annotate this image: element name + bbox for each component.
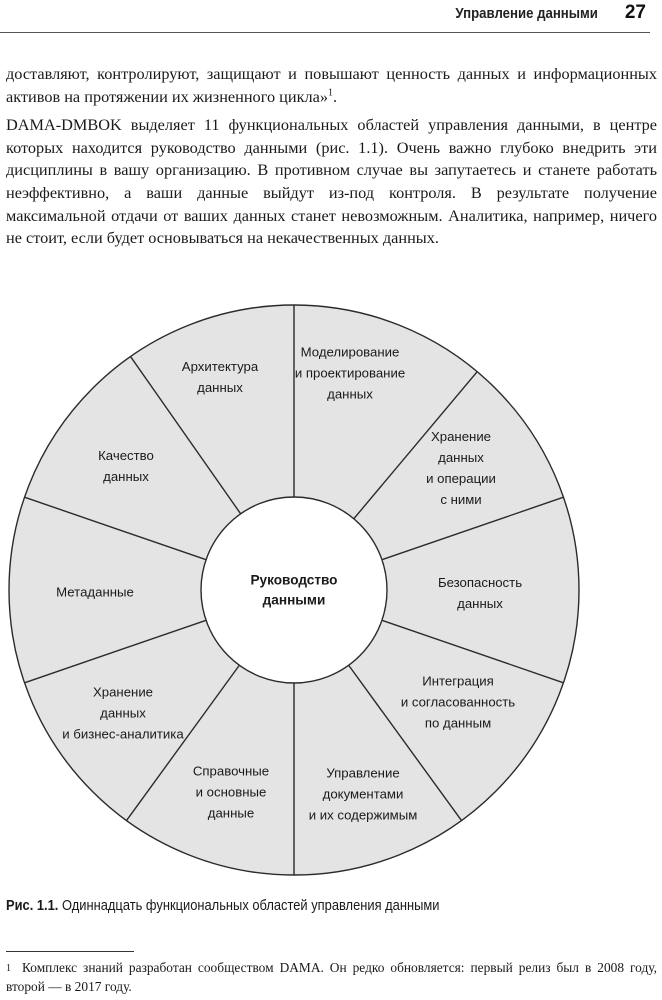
segment-label-1: данных	[327, 387, 373, 402]
footnote-text: Комплекс знаний разработан сообществом D…	[6, 960, 657, 994]
running-header: Управление данными 27	[0, 0, 662, 36]
segment-divider	[24, 619, 207, 684]
center-label: Руководство	[250, 573, 337, 588]
segment-label-4: по данным	[425, 716, 491, 731]
segment-label-5: Управление	[326, 766, 399, 781]
running-header-title: Управление данными	[455, 5, 598, 22]
segment-divider	[381, 496, 564, 561]
segment-divider	[353, 371, 478, 520]
segment-label-3: Безопасность	[438, 575, 522, 590]
footnote-mark: 1	[6, 963, 11, 974]
segment-label-6: данные	[208, 806, 254, 821]
segment-label-1: и проектирование	[295, 366, 405, 381]
segment-label-6: и основные	[196, 785, 267, 800]
wheel-center-circle	[200, 496, 388, 684]
caption-text: Одиннадцать функциональных областей упра…	[61, 897, 440, 914]
page-number: 27	[624, 2, 646, 23]
segment-label-2: и операции	[426, 471, 496, 486]
segment-label-9: Качество	[98, 448, 154, 463]
body-text: доставляют, контролируют, защищают и пов…	[6, 63, 657, 250]
segment-divider	[129, 356, 242, 515]
segment-divider	[24, 496, 207, 561]
segment-label-7: данных	[100, 706, 146, 721]
segment-label-3: данных	[457, 596, 503, 611]
segment-label-9: данных	[103, 469, 149, 484]
segment-label-2: данных	[438, 450, 484, 465]
segment-label-7: и бизнес-аналитика	[62, 727, 184, 742]
center-label: данными	[263, 593, 326, 608]
segment-divider	[381, 619, 564, 684]
segment-label-10: Архитектура	[182, 359, 259, 374]
paragraph-1-text: доставляют, контролируют, защищают и пов…	[6, 64, 657, 106]
segment-label-7: Хранение	[93, 685, 153, 700]
caption-number: Рис. 1.1.	[6, 897, 59, 914]
segment-label-5: и их содержимым	[309, 808, 418, 823]
segment-label-4: Интеграция	[422, 674, 494, 689]
figure-caption: Рис. 1.1. Одиннадцать функциональных обл…	[6, 897, 565, 914]
paragraph-2: DAMA-DMBOK выделяет 11 функциональных об…	[6, 115, 657, 248]
segment-label-2: Хранение	[431, 429, 491, 444]
segment-label-10: данных	[197, 380, 243, 395]
header-rule	[0, 32, 650, 33]
segment-divider	[125, 664, 240, 821]
segment-label-8: Метаданные	[56, 585, 134, 600]
footnote-ref[interactable]: 1	[328, 87, 334, 99]
footnote-rule	[6, 951, 134, 952]
segment-label-2: с ними	[440, 492, 481, 507]
paragraph-1-end: .	[333, 86, 338, 106]
segment-label-1: Моделирование	[301, 345, 400, 360]
segment-divider	[348, 664, 463, 821]
segment-label-5: документами	[323, 787, 404, 802]
paragraph-1: доставляют, контролируют, защищают и пов…	[6, 63, 657, 108]
segment-label-4: и согласованность	[401, 695, 515, 710]
segment-label-6: Справочные	[193, 764, 269, 779]
